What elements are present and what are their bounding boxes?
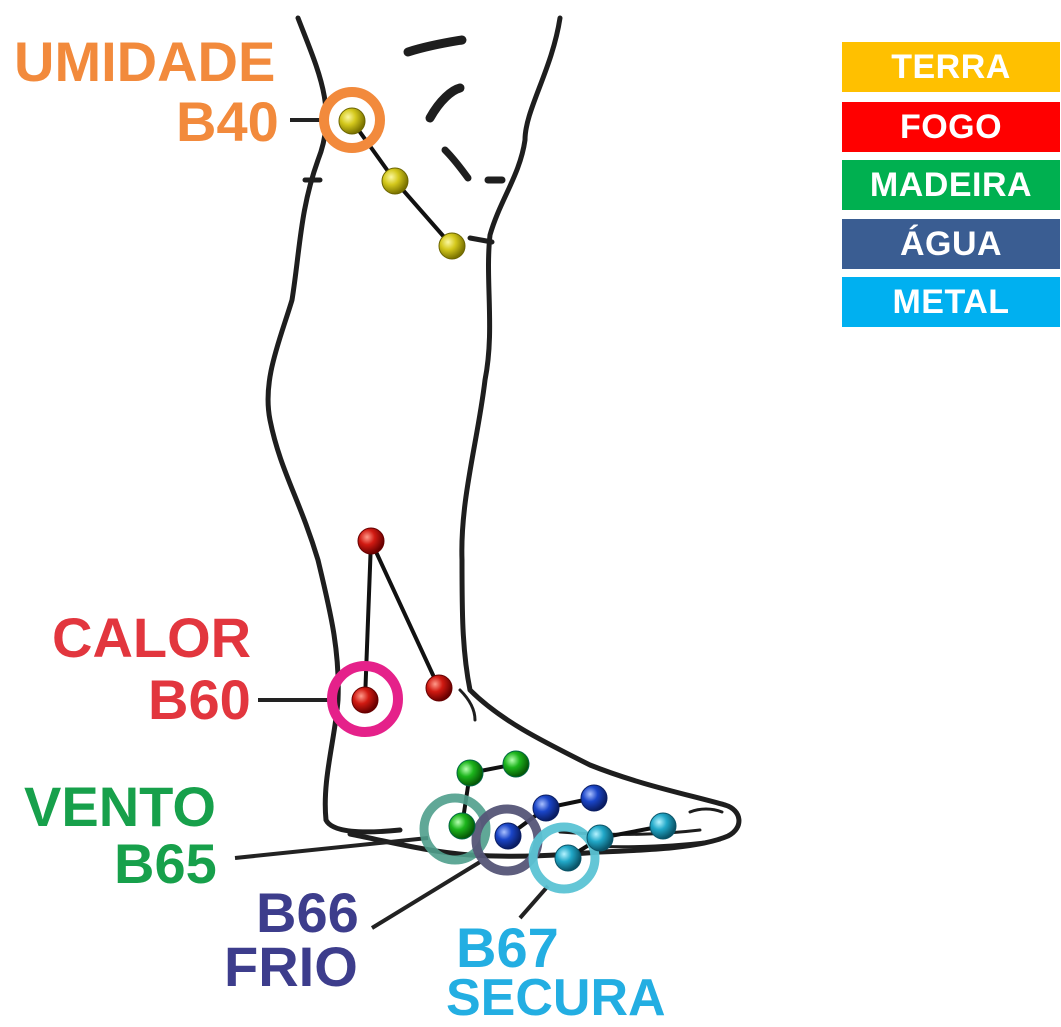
point-b40 — [338, 107, 366, 135]
leader-lines — [234, 118, 550, 930]
ring-b65 — [419, 793, 491, 865]
legend-item-metal: METAL — [842, 277, 1060, 327]
point-yellow-3 — [438, 232, 466, 260]
label-frio: FRIO — [224, 935, 358, 998]
points-cyan — [554, 812, 677, 872]
ring-b40 — [319, 87, 385, 153]
legend-item-terra: TERRA — [842, 42, 1060, 92]
ring-b67 — [528, 822, 600, 894]
label-b60: B60 — [148, 668, 251, 731]
label-b40: B40 — [176, 90, 279, 153]
meridian-lines — [350, 119, 664, 860]
point-b60 — [351, 686, 379, 714]
label-secura: SECURA — [446, 969, 666, 1027]
point-green-2 — [502, 750, 530, 778]
point-b66 — [494, 822, 522, 850]
point-blue-2 — [580, 784, 608, 812]
point-green-1 — [456, 759, 484, 787]
point-cyan-2 — [649, 812, 677, 840]
point-cyan-1 — [586, 824, 614, 852]
legend-item-agua: ÁGUA — [842, 219, 1060, 269]
point-b67 — [554, 844, 582, 872]
points-red — [351, 527, 453, 714]
points-yellow — [338, 107, 466, 260]
point-red-top — [357, 527, 385, 555]
label-b67: B67 — [456, 916, 559, 979]
point-blue-1 — [532, 794, 560, 822]
points-blue — [494, 784, 608, 850]
point-b65 — [448, 812, 476, 840]
label-b65: B65 — [114, 832, 217, 895]
label-vento: VENTO — [24, 775, 216, 838]
points-green — [448, 750, 530, 840]
label-umidade: UMIDADE — [14, 30, 276, 93]
label-b66: B66 — [256, 881, 359, 944]
ring-b60 — [327, 661, 403, 737]
legend-item-fogo: FOGO — [842, 102, 1060, 152]
point-yellow-2 — [381, 167, 409, 195]
legend-item-madeira: MADEIRA — [842, 160, 1060, 210]
label-calor: CALOR — [52, 606, 252, 669]
point-red-right — [425, 674, 453, 702]
